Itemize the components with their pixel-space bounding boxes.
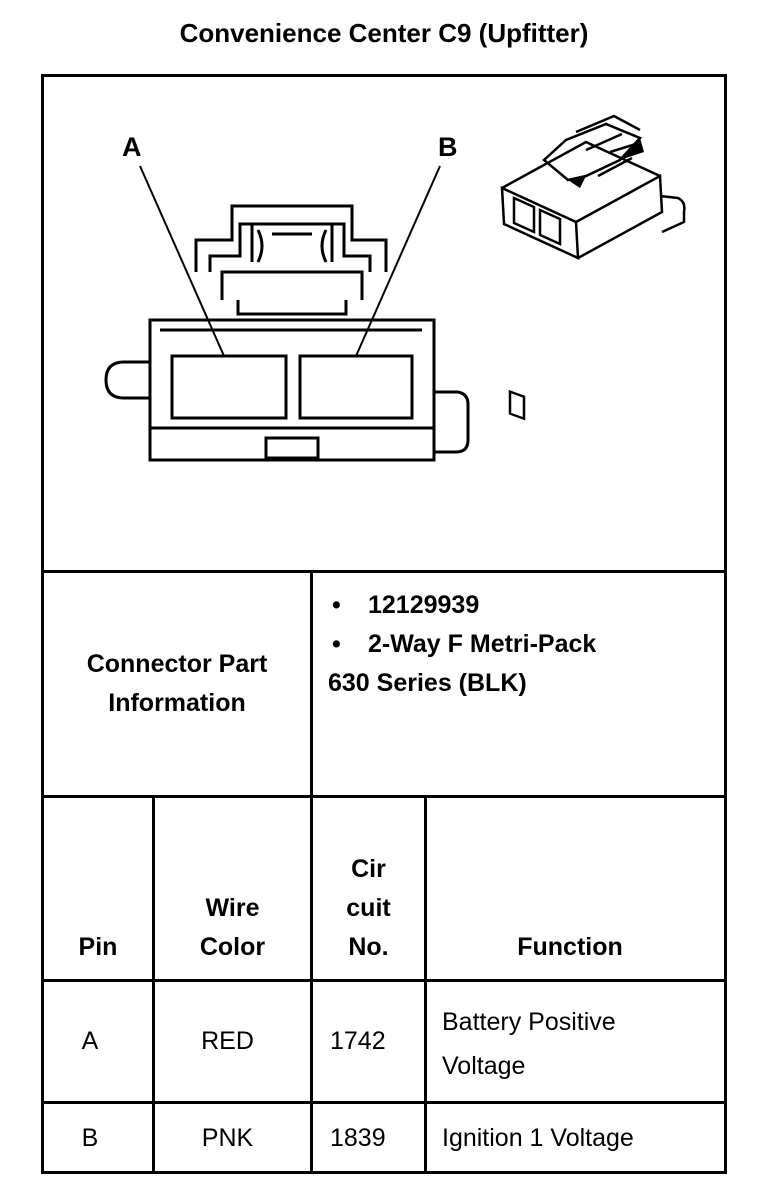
diagram-label-a: A	[122, 132, 142, 162]
divider-diagram	[41, 570, 727, 573]
header-function: Function	[517, 933, 623, 961]
row-a-circuit: 1742	[330, 1027, 386, 1055]
row-a-function-line1: Battery Positive	[442, 1008, 616, 1036]
header-circuit-line1: Cir	[351, 855, 386, 883]
part-info-header-line1: Connector Part	[86, 650, 268, 678]
divider-circuit-col	[424, 795, 427, 1174]
connector-table-frame	[41, 74, 727, 1174]
row-b-wire-color: PNK	[201, 1124, 254, 1152]
leader-line-b	[355, 165, 441, 357]
part-number: 12129939	[368, 591, 480, 619]
row-a-wire-color: RED	[201, 1027, 254, 1055]
part-info-bullet-2: •	[332, 630, 341, 658]
row-a-function: Battery Positive Voltage	[442, 1000, 616, 1088]
row-b-function: Ignition 1 Voltage	[442, 1124, 634, 1152]
row-b-pin: B	[81, 1124, 99, 1152]
row-b-circuit: 1839	[330, 1124, 386, 1152]
connector-iso-view	[500, 114, 686, 421]
part-info-header-line2: Information	[108, 689, 246, 717]
divider-header	[41, 979, 727, 982]
diagram-label-b: B	[438, 132, 458, 162]
row-a-pin: A	[81, 1027, 99, 1055]
header-wire-line2: Color	[199, 933, 266, 961]
header-wire-line1: Wire	[205, 894, 260, 922]
part-info-header: Connector Part Information	[44, 645, 310, 723]
divider-part-info	[41, 795, 727, 798]
header-wire-color: Wire Color	[155, 889, 310, 967]
connector-series: 630 Series (BLK)	[328, 669, 527, 697]
connector-face-diagram	[104, 114, 686, 462]
leader-line-a	[139, 165, 225, 357]
connector-type: 2-Way F Metri-Pack	[368, 630, 597, 658]
divider-part-info-col	[310, 570, 313, 1174]
header-circuit-no: Cir cuit No.	[313, 850, 424, 967]
part-info-bullet-1: •	[332, 591, 341, 619]
header-pin: Pin	[78, 933, 118, 961]
row-a-function-line2: Voltage	[442, 1052, 526, 1080]
header-circuit-line2: cuit	[346, 894, 391, 922]
divider-pin-col	[152, 795, 155, 1174]
page-title: Convenience Center C9 (Upfitter)	[179, 18, 589, 48]
header-circuit-line3: No.	[348, 933, 389, 961]
divider-row-a	[41, 1101, 727, 1104]
